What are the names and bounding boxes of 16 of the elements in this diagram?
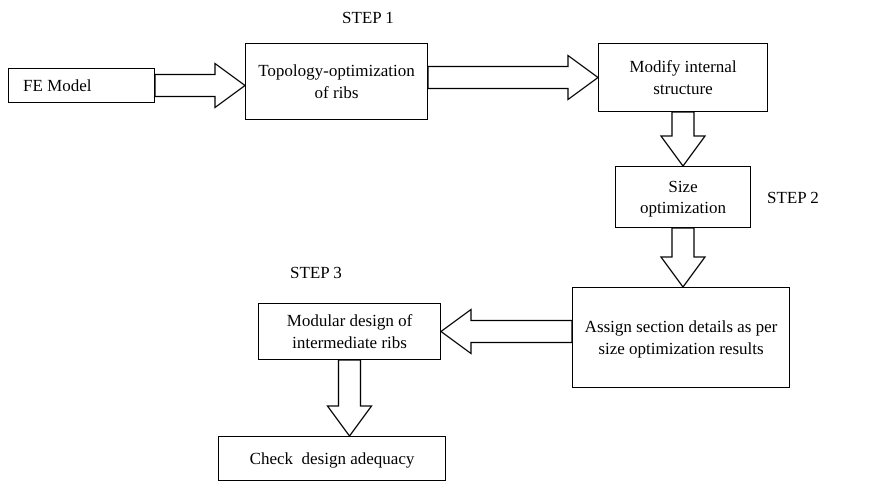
process-box: FE Model: [8, 68, 155, 103]
block-arrow: [427, 54, 600, 101]
step-label: STEP 3: [290, 263, 342, 283]
process-box: Topology-optimization of ribs: [245, 43, 428, 120]
block-arrow: [660, 111, 706, 168]
process-box: Modify internal structure: [598, 43, 768, 112]
step-label: STEP 1: [342, 8, 394, 28]
block-arrow: [326, 359, 373, 438]
process-box: Size optimization: [615, 166, 751, 228]
block-arrow: [660, 227, 706, 288]
process-box: Check design adequacy: [218, 436, 446, 481]
block-arrow: [440, 308, 573, 355]
step-label: STEP 2: [767, 188, 819, 208]
process-box: Modular design of intermediate ribs: [258, 303, 441, 360]
block-arrow: [154, 62, 246, 109]
process-box: Assign section details as per size optimization results: [572, 287, 790, 388]
